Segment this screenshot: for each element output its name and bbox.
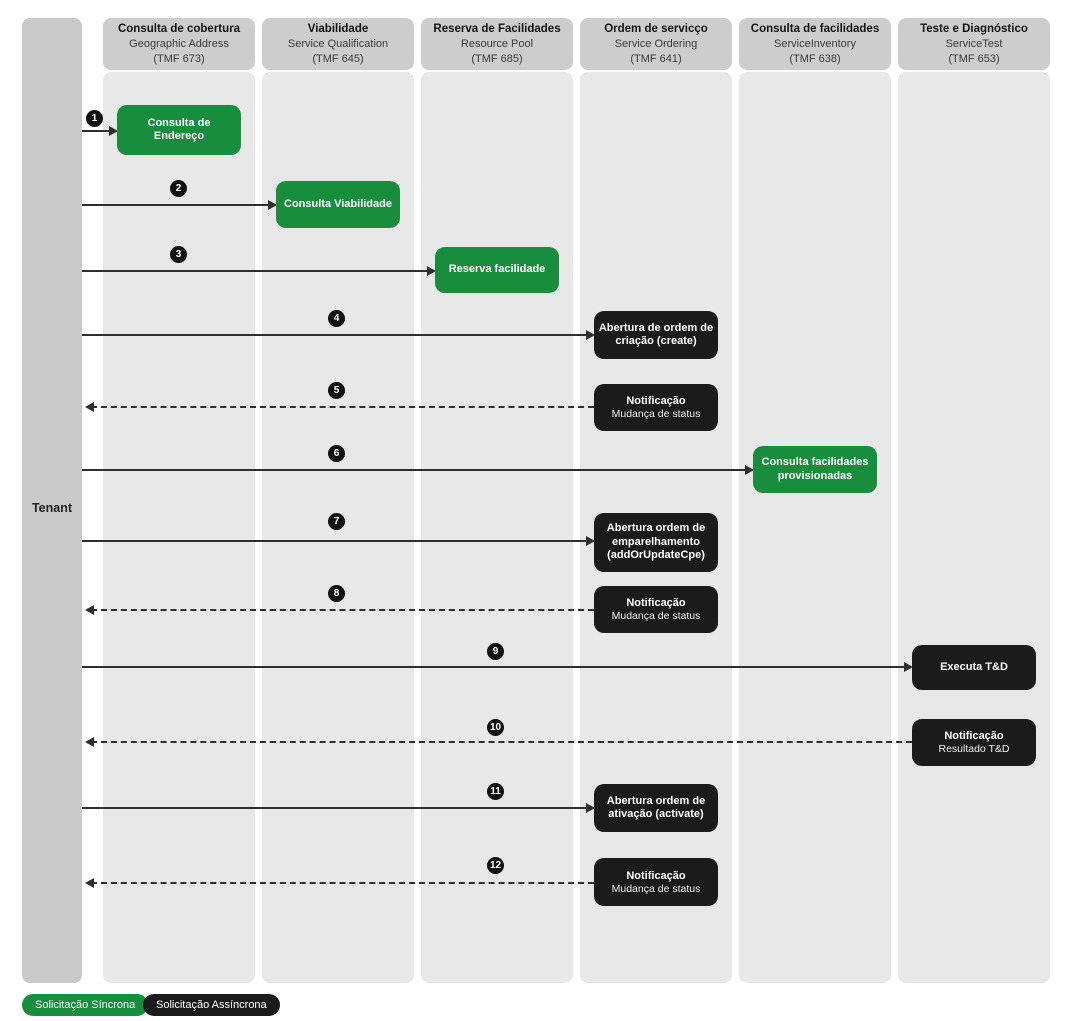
step-badge-8: 8 bbox=[328, 585, 345, 602]
box-notificacao-status-2: Notificação Mudança de status bbox=[594, 586, 718, 633]
legend-sync-chip: Solicitação Síncrona bbox=[22, 994, 149, 1016]
column-header-tmf645: Viabilidade Service Qualification (TMF 6… bbox=[262, 18, 414, 70]
column-header-tmf641: Ordem de servicço Service Ordering (TMF … bbox=[580, 18, 732, 70]
arrow-step-6 bbox=[82, 465, 754, 475]
box-executa-ted: Executa T&D bbox=[912, 645, 1036, 690]
arrow-step-7 bbox=[82, 536, 595, 546]
arrow-step-9 bbox=[82, 662, 913, 672]
column-title: Reserva de Facilidades bbox=[433, 22, 561, 35]
column-subtitle: Service Ordering bbox=[614, 37, 698, 50]
column-tmf-code: (TMF 638) bbox=[789, 52, 841, 65]
notification-title: Notificação bbox=[626, 395, 686, 407]
column-header-tmf638: Consulta de facilidades ServiceInventory… bbox=[739, 18, 891, 70]
box-label: Consulta de Endereço bbox=[147, 116, 211, 143]
column-header-tmf653: Teste e Diagnóstico ServiceTest (TMF 653… bbox=[898, 18, 1050, 70]
box-label: (addOrUpdateCpe) bbox=[607, 549, 705, 562]
arrow-step-4 bbox=[82, 330, 595, 340]
column-tmf-code: (TMF 641) bbox=[630, 52, 682, 65]
column-subtitle: ServiceTest bbox=[945, 37, 1003, 50]
notification-detail: Mudança de status bbox=[611, 408, 701, 420]
tenant-label: Tenant bbox=[31, 501, 73, 515]
column-tmf-code: (TMF 645) bbox=[312, 52, 364, 65]
column-header-tmf673: Consulta de cobertura Geographic Address… bbox=[103, 18, 255, 70]
step-badge-9: 9 bbox=[487, 643, 504, 660]
box-ordem-emparelhamento: Abertura ordem de emparelhamento (addOrU… bbox=[594, 513, 718, 572]
box-label: Reserva facilidade bbox=[448, 263, 546, 276]
step-badge-7: 7 bbox=[328, 513, 345, 530]
column-title: Consulta de facilidades bbox=[750, 22, 880, 35]
box-label: Abertura de ordem de bbox=[598, 321, 714, 334]
box-notificacao-status-3: Notificação Mudança de status bbox=[594, 858, 718, 906]
step-badge-2: 2 bbox=[170, 180, 187, 197]
tenant-lifeline: Tenant bbox=[22, 18, 82, 983]
box-label: ativação (activate) bbox=[608, 808, 704, 820]
step-badge-3: 3 bbox=[170, 246, 187, 263]
arrow-step-11 bbox=[82, 803, 595, 813]
column-subtitle: Resource Pool bbox=[460, 37, 534, 50]
legend-async-label: Solicitação Assíncrona bbox=[156, 999, 267, 1011]
notification-detail: Mudança de status bbox=[611, 610, 701, 622]
column-tmf-code: (TMF 685) bbox=[471, 52, 523, 65]
column-lane-tmf638 bbox=[739, 72, 891, 983]
column-header-tmf685: Reserva de Facilidades Resource Pool (TM… bbox=[421, 18, 573, 70]
box-label: Consulta Viabilidade bbox=[284, 197, 392, 210]
column-title: Teste e Diagnóstico bbox=[920, 22, 1028, 35]
column-subtitle: Service Qualification bbox=[287, 37, 389, 50]
arrow-step-12 bbox=[85, 878, 594, 888]
arrow-step-2 bbox=[82, 200, 277, 210]
notification-detail: Resultado T&D bbox=[938, 743, 1010, 755]
step-badge-1: 1 bbox=[86, 110, 103, 127]
box-label: criação (create) bbox=[615, 335, 697, 347]
legend-async-chip: Solicitação Assíncrona bbox=[143, 994, 280, 1016]
box-label: provisionadas bbox=[777, 469, 853, 482]
arrow-step-1 bbox=[82, 126, 118, 136]
box-notificacao-resultado: Notificação Resultado T&D bbox=[912, 719, 1036, 766]
box-label: Executa T&D bbox=[940, 660, 1008, 673]
column-subtitle: Geographic Address bbox=[129, 37, 229, 50]
step-badge-12: 12 bbox=[487, 857, 504, 874]
column-tmf-code: (TMF 653) bbox=[948, 52, 1000, 65]
column-title: Ordem de servicço bbox=[604, 22, 708, 35]
column-lane-tmf673 bbox=[103, 72, 255, 983]
box-label: Consulta facilidades bbox=[761, 456, 869, 468]
column-title: Consulta de cobertura bbox=[117, 22, 241, 35]
box-consulta-endereco: Consulta de Endereço bbox=[117, 105, 241, 155]
box-label: emparelhamento bbox=[611, 535, 701, 548]
column-lane-tmf653 bbox=[898, 72, 1050, 983]
box-consulta-facilidades: Consulta facilidades provisionadas bbox=[753, 446, 877, 493]
box-ordem-criacao: Abertura de ordem de criação (create) bbox=[594, 311, 718, 359]
legend-sync-label: Solicitação Síncrona bbox=[35, 999, 136, 1011]
step-badge-11: 11 bbox=[487, 783, 504, 800]
box-reserva-facilidade: Reserva facilidade bbox=[435, 247, 559, 293]
step-badge-6: 6 bbox=[328, 445, 345, 462]
box-consulta-viabilidade: Consulta Viabilidade bbox=[276, 181, 400, 228]
notification-detail: Mudança de status bbox=[611, 882, 701, 895]
arrow-step-5 bbox=[85, 402, 594, 412]
box-label: Abertura ordem de bbox=[606, 522, 706, 535]
box-notificacao-status-1: Notificação Mudança de status bbox=[594, 384, 718, 431]
column-tmf-code: (TMF 673) bbox=[153, 52, 205, 65]
notification-title: Notificação bbox=[944, 730, 1004, 742]
notification-title: Notificação bbox=[626, 869, 686, 882]
arrow-step-8 bbox=[85, 605, 594, 615]
notification-title: Notificação bbox=[626, 597, 686, 609]
column-lane-tmf685 bbox=[421, 72, 573, 983]
box-ordem-ativacao: Abertura ordem de ativação (activate) bbox=[594, 784, 718, 832]
step-badge-5: 5 bbox=[328, 382, 345, 399]
box-label: Abertura ordem de bbox=[606, 794, 706, 807]
step-badge-10: 10 bbox=[487, 719, 504, 736]
column-subtitle: ServiceInventory bbox=[774, 37, 856, 50]
column-title: Viabilidade bbox=[307, 22, 369, 35]
arrow-step-10 bbox=[85, 737, 912, 747]
arrow-step-3 bbox=[82, 266, 436, 276]
step-badge-4: 4 bbox=[328, 310, 345, 327]
